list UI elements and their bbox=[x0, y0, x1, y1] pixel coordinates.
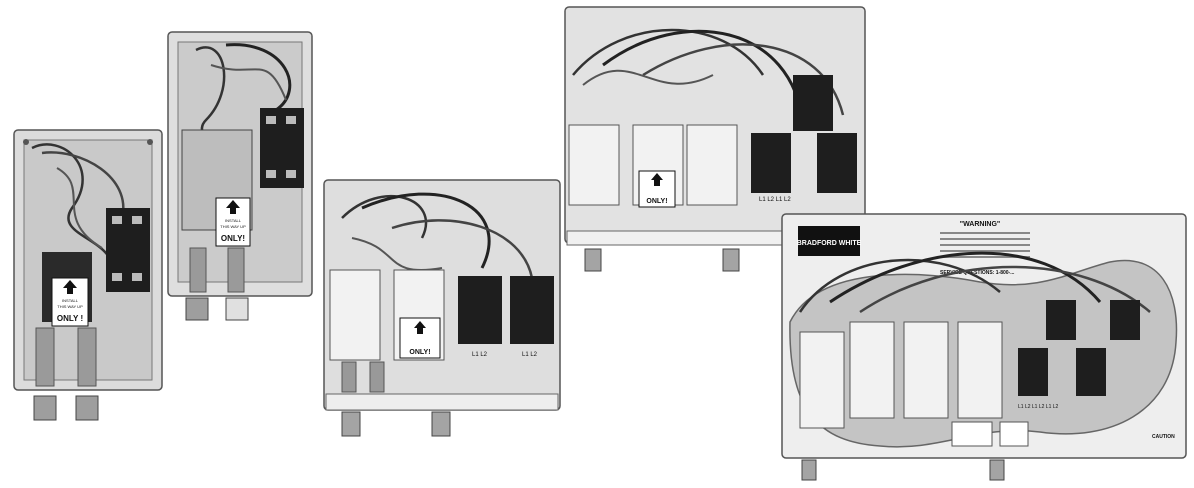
unit-c-drawing: ONLY! L1 L2 L1 L2 bbox=[323, 179, 561, 437]
certification-label bbox=[999, 421, 1029, 447]
contactor-4 bbox=[1110, 300, 1140, 340]
contactor-3 bbox=[817, 133, 857, 193]
contactor-2 bbox=[793, 75, 833, 131]
wire bbox=[798, 258, 1001, 313]
terminal bbox=[132, 273, 142, 281]
service-text: SERVICE QUESTIONS: 1-800-... bbox=[940, 270, 1015, 276]
heating-element-1 bbox=[568, 124, 620, 206]
pipe bbox=[227, 247, 245, 293]
water-heater-unit-c: ONLY! L1 L2 L1 L2 bbox=[322, 178, 562, 440]
wire bbox=[391, 219, 534, 279]
sticker-text: ONLY ! bbox=[57, 314, 83, 323]
terminal-label: L1 L2 L1 L2 bbox=[759, 197, 791, 203]
unit-d-drawing: ONLY! L1 L2 L1 L2 bbox=[564, 6, 866, 272]
water-heater-unit-a: INSTALL THIS WAY UP ONLY ! bbox=[12, 128, 164, 424]
wire bbox=[859, 265, 1151, 314]
wire bbox=[41, 151, 125, 219]
pipe bbox=[189, 247, 207, 293]
outlet-fitting bbox=[722, 248, 740, 272]
outlet-fitting bbox=[75, 395, 99, 421]
wire bbox=[829, 251, 1102, 304]
contactor-1 bbox=[751, 133, 791, 193]
wire bbox=[31, 143, 115, 279]
pipe bbox=[369, 361, 385, 393]
brand-logo bbox=[798, 226, 860, 256]
wire bbox=[56, 167, 103, 249]
screw-hole bbox=[147, 139, 153, 145]
wire bbox=[572, 28, 765, 76]
warning-title: "WARNING" bbox=[960, 221, 1000, 228]
rating-label bbox=[951, 421, 993, 447]
heating-element-1 bbox=[799, 331, 845, 429]
sticker-text: INSTALL bbox=[62, 298, 79, 303]
caution-text: CAUTION bbox=[1152, 434, 1175, 440]
sticker-text: ONLY! bbox=[221, 234, 245, 243]
unit-a-drawing: INSTALL THIS WAY UP ONLY ! bbox=[13, 129, 163, 421]
sticker-text: ONLY! bbox=[646, 198, 667, 205]
pipe bbox=[77, 327, 97, 387]
terminal-label: L1 L2 bbox=[472, 352, 488, 358]
terminal bbox=[112, 216, 122, 224]
contactor-1 bbox=[1018, 348, 1048, 396]
heating-element-3 bbox=[903, 321, 949, 419]
terminal bbox=[132, 216, 142, 224]
heating-element-3 bbox=[686, 124, 738, 206]
terminal bbox=[286, 116, 296, 124]
pipe bbox=[341, 361, 357, 393]
contactor-3 bbox=[1076, 348, 1106, 396]
water-heater-unit-d: ONLY! L1 L2 L1 L2 bbox=[563, 5, 867, 273]
sticker-text: THIS WAY UP bbox=[220, 224, 246, 229]
outlet-fitting bbox=[431, 411, 451, 437]
outlet-fitting bbox=[225, 297, 249, 321]
wire bbox=[210, 64, 287, 101]
heating-element-1 bbox=[329, 269, 381, 361]
outlet-fitting bbox=[989, 459, 1005, 481]
sticker-text: ONLY! bbox=[409, 349, 430, 356]
water-heater-unit-b: INSTALL THIS WAY UP ONLY! bbox=[166, 30, 314, 324]
brand-text: BRADFORD WHITE bbox=[797, 240, 862, 247]
water-heater-unit-e: BRADFORD WHITE "WARNING" SERVICE QUESTIO… bbox=[780, 212, 1190, 484]
wire bbox=[361, 192, 491, 269]
arrow-up-icon bbox=[414, 321, 426, 334]
contactor-1 bbox=[458, 276, 502, 344]
wire bbox=[582, 69, 714, 86]
arrow-up-icon bbox=[651, 173, 663, 186]
terminal bbox=[112, 273, 122, 281]
terminal-label: L1 L2 L1 L2 L1 L2 bbox=[1018, 404, 1059, 410]
terminal-label: L1 L2 bbox=[522, 352, 538, 358]
terminal bbox=[286, 170, 296, 178]
contactor-2 bbox=[510, 276, 554, 344]
pipe bbox=[35, 327, 55, 387]
heating-element-2 bbox=[849, 321, 895, 419]
arrow-up-icon bbox=[63, 280, 77, 294]
inlet-fitting bbox=[185, 297, 209, 321]
inlet-fitting bbox=[584, 248, 602, 272]
unit-e-drawing: BRADFORD WHITE "WARNING" SERVICE QUESTIO… bbox=[781, 213, 1187, 481]
contactor-2 bbox=[1046, 300, 1076, 340]
warning-text-block bbox=[940, 232, 1030, 258]
terminal bbox=[266, 116, 276, 124]
screw-hole bbox=[23, 139, 29, 145]
terminal bbox=[266, 170, 276, 178]
inlet-fitting bbox=[33, 395, 57, 421]
sticker-text: INSTALL bbox=[225, 218, 242, 223]
heating-element-4 bbox=[957, 321, 1003, 419]
unit-b-drawing: INSTALL THIS WAY UP ONLY! bbox=[167, 31, 313, 321]
bottom-lip bbox=[325, 393, 559, 411]
arrow-up-icon bbox=[226, 200, 240, 214]
wire bbox=[341, 194, 428, 239]
inlet-fitting bbox=[341, 411, 361, 437]
inlet-fitting bbox=[801, 459, 817, 481]
wire bbox=[225, 43, 292, 112]
sticker-text: THIS WAY UP bbox=[57, 304, 83, 309]
